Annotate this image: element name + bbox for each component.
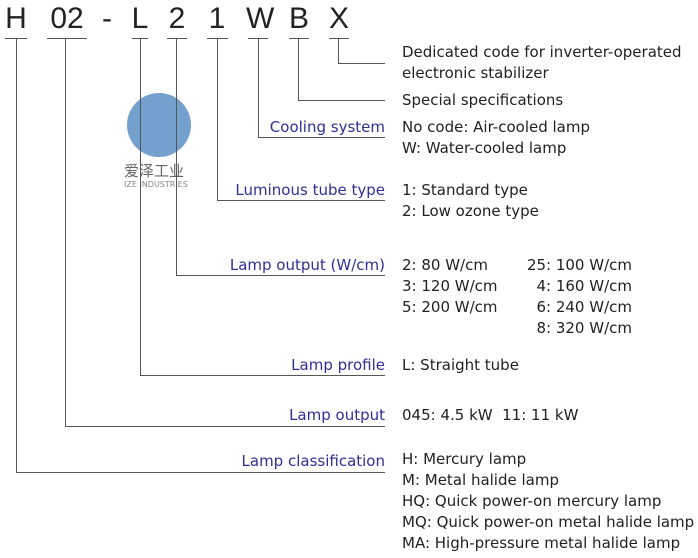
connector: [65, 426, 385, 427]
desc-line: W: Water-cooled lamp: [402, 139, 567, 157]
connector: [298, 38, 299, 100]
desc-class: H: Mercury lamp M: Metal halide lamp HQ:…: [402, 449, 694, 554]
label-lamp-output: Lamp output: [289, 406, 385, 424]
label-cooling-system: Cooling system: [269, 118, 385, 136]
desc-x: Dedicated code for inverter-operated ele…: [402, 42, 682, 84]
connector: [65, 38, 66, 426]
underline: [289, 38, 309, 39]
desc-line: HQ: Quick power-on mercury lamp: [402, 492, 662, 510]
desc-wcm-left: 2: 80 W/cm 3: 120 W/cm 5: 200 W/cm: [402, 255, 498, 318]
connector: [338, 63, 385, 64]
desc-line: electronic stabilizer: [402, 64, 549, 82]
connector: [258, 38, 259, 137]
desc-line: 2: 80 W/cm: [402, 256, 488, 274]
code-dash: -: [102, 2, 112, 35]
desc-line: 8: 320 W/cm: [536, 319, 632, 337]
desc-output: 045: 4.5 kW 11: 11 kW: [402, 406, 579, 424]
desc-line: 6: 240 W/cm: [536, 298, 632, 316]
desc-wcm-right: 25: 100 W/cm 4: 160 W/cm 6: 240 W/cm 8: …: [527, 255, 632, 339]
code-b: B: [288, 2, 309, 35]
desc-line: M: Metal halide lamp: [402, 471, 559, 489]
desc-line: 5: 200 W/cm: [402, 298, 498, 316]
connector: [258, 137, 385, 138]
desc-w: No code: Air-cooled lamp W: Water-cooled…: [402, 117, 590, 159]
code-l: L: [131, 2, 149, 35]
desc-profile: L: Straight tube: [402, 356, 519, 374]
desc-b: Special specifications: [402, 91, 564, 109]
code-x: X: [328, 2, 349, 35]
code-w: W: [246, 2, 275, 35]
connector: [140, 375, 385, 376]
code-1: 1: [208, 2, 226, 35]
desc-line: Dedicated code for inverter-operated: [402, 43, 682, 61]
desc-line: 4: 160 W/cm: [536, 277, 632, 295]
underline: [329, 38, 349, 39]
label-luminous-tube-type: Luminous tube type: [235, 181, 385, 199]
desc-line: H: Mercury lamp: [402, 450, 527, 468]
desc-line: No code: Air-cooled lamp: [402, 118, 590, 136]
desc-line: MQ: Quick power-on metal halide lamp: [402, 513, 695, 531]
desc-line: 1: Standard type: [402, 181, 528, 199]
underline: [167, 38, 187, 39]
watermark-en: IZE INDUSTRIES: [124, 180, 188, 189]
code-02: 02: [50, 2, 84, 35]
underline: [47, 38, 87, 39]
watermark-logo-icon: [127, 93, 191, 157]
connector: [298, 100, 385, 101]
connector: [176, 38, 177, 275]
desc-line: 2: Low ozone type: [402, 202, 539, 220]
connector: [176, 275, 385, 276]
watermark-cn: 爱泽工业: [124, 162, 185, 180]
label-lamp-profile: Lamp profile: [291, 356, 385, 374]
desc-tube: 1: Standard type 2: Low ozone type: [402, 180, 539, 222]
connector: [16, 472, 385, 473]
label-lamp-classification: Lamp classification: [241, 452, 385, 470]
connector: [217, 38, 218, 200]
connector: [140, 38, 141, 375]
connector: [338, 38, 339, 63]
code-h: H: [5, 2, 27, 35]
desc-line: 25: 100 W/cm: [526, 256, 632, 274]
desc-line: 3: 120 W/cm: [402, 277, 498, 295]
desc-line: MA: High-pressure metal halide lamp: [402, 534, 681, 552]
code-2: 2: [168, 2, 186, 35]
connector: [217, 200, 385, 201]
connector: [16, 38, 17, 472]
label-lamp-output-wcm: Lamp output (W/cm): [229, 256, 385, 274]
